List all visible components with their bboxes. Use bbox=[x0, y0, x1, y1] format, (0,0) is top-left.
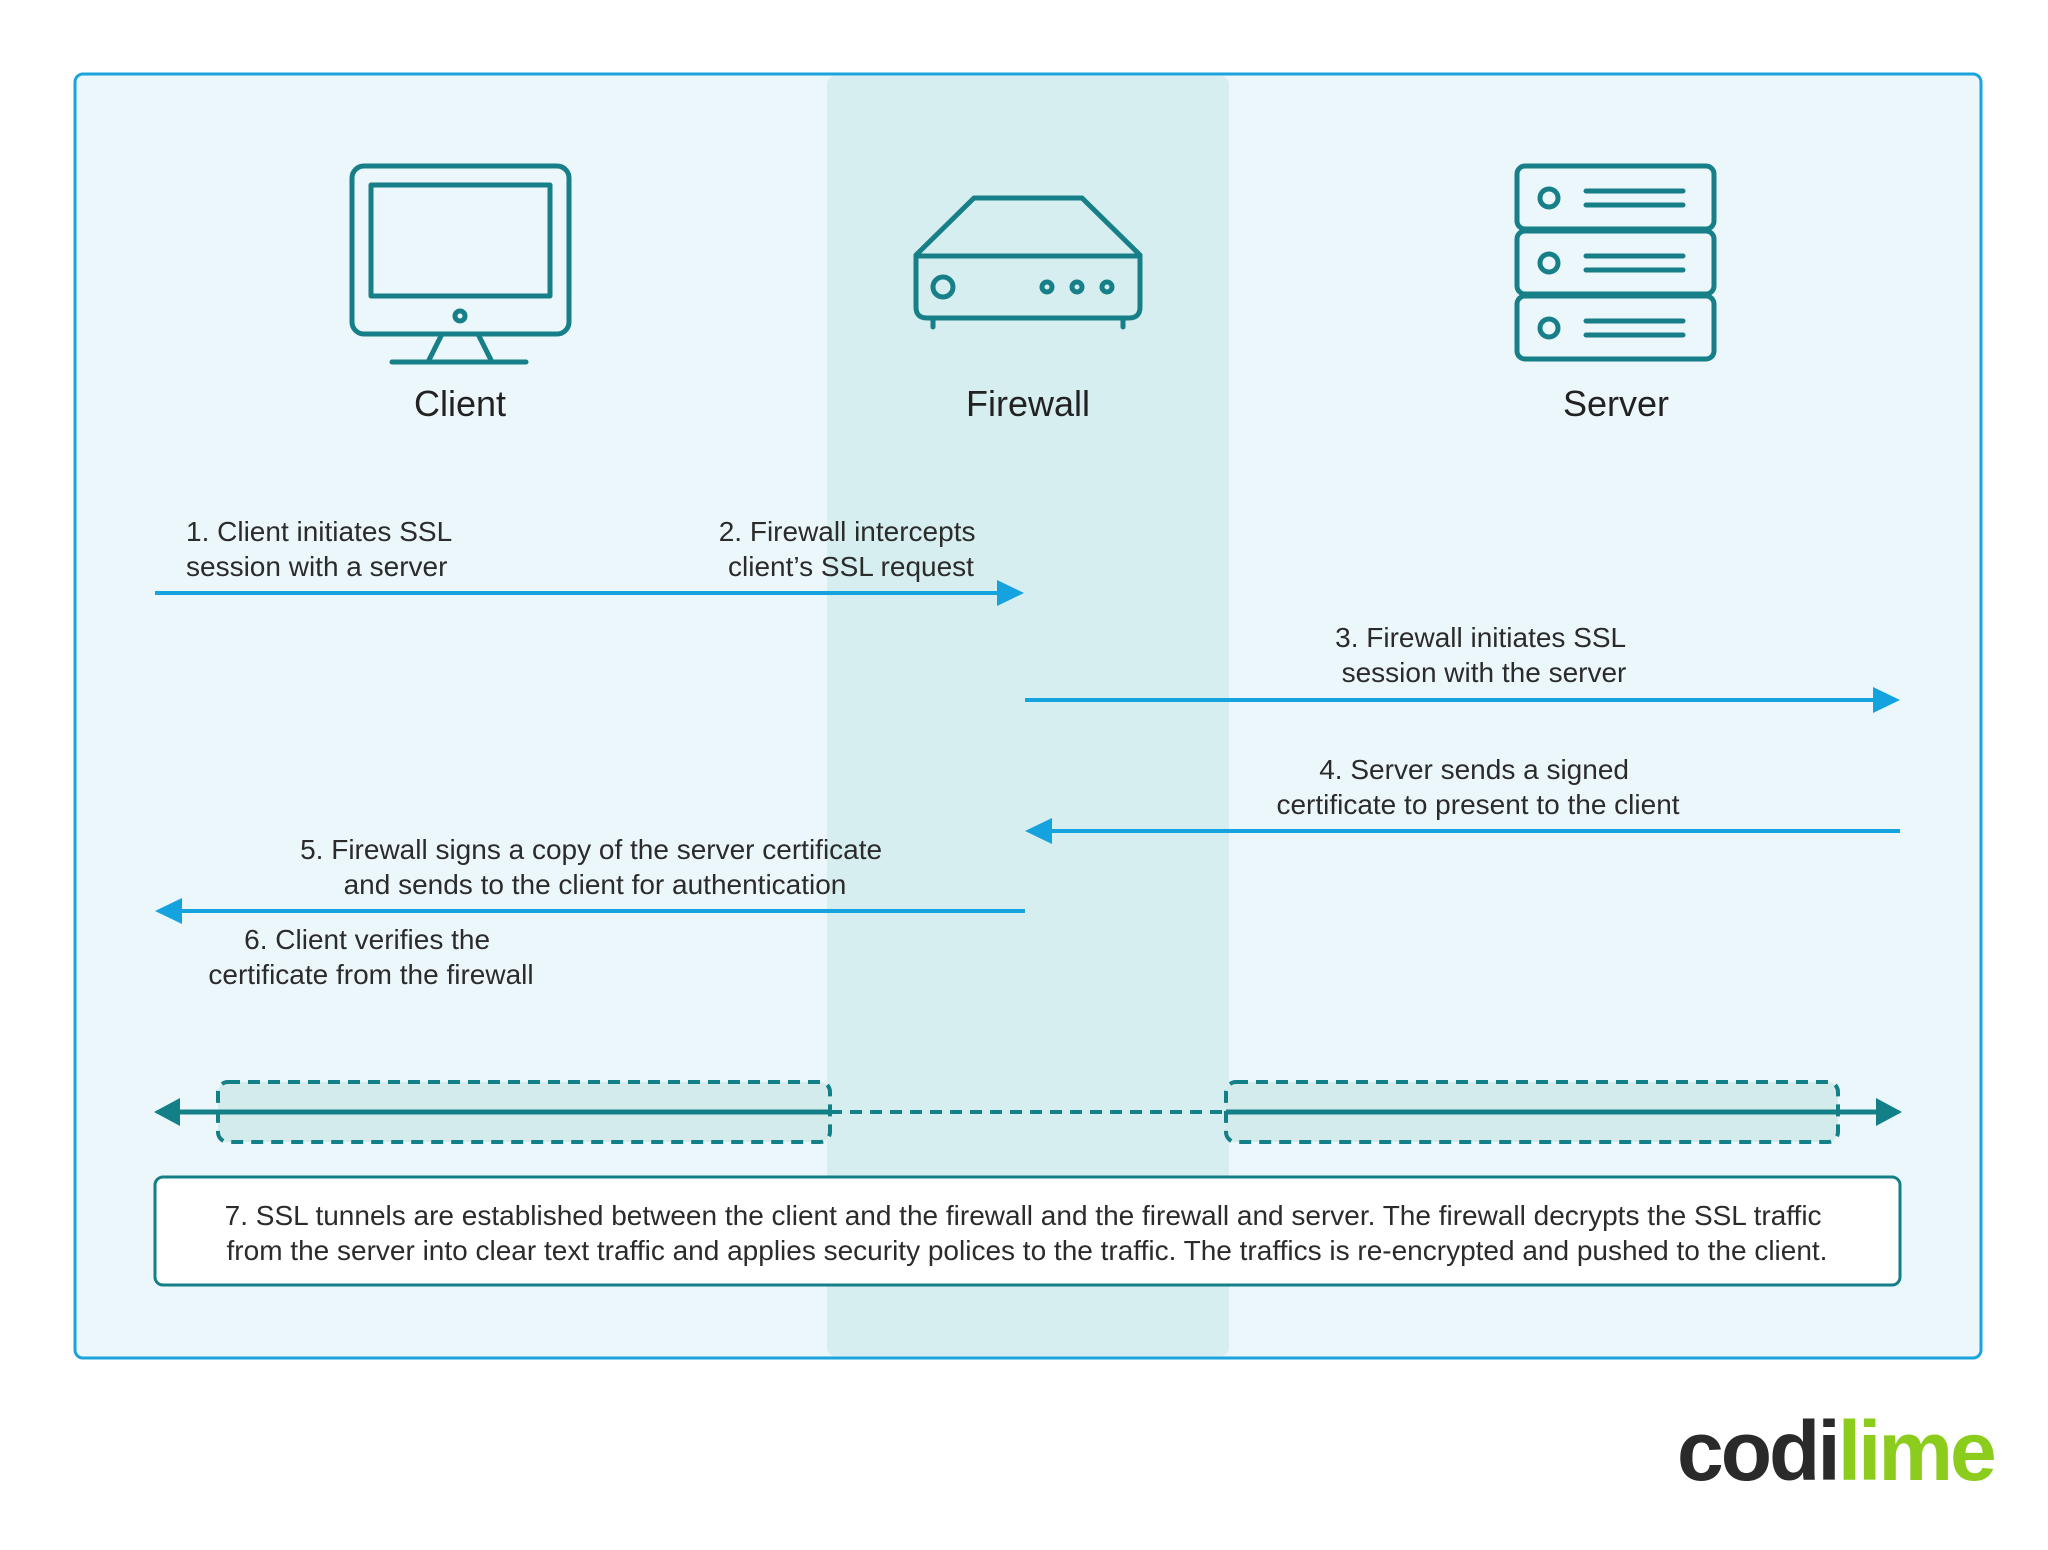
step-7-line-1: 7. SSL tunnels are established between t… bbox=[225, 1200, 1822, 1231]
step-5-line-1: 5. Firewall signs a copy of the server c… bbox=[300, 834, 882, 865]
client-label: Client bbox=[414, 383, 506, 424]
step-3-line-1: 3. Firewall initiates SSL bbox=[1335, 622, 1625, 653]
arrow-client-to-firewall bbox=[155, 580, 1024, 606]
tunnel-arrowhead-left bbox=[154, 1098, 180, 1126]
step-4-line-1: 4. Server sends a signed bbox=[1319, 754, 1629, 785]
step-6-line-1: 6. Client verifies the bbox=[244, 924, 490, 955]
step-5-line-2: and sends to the client for authenticati… bbox=[344, 869, 847, 900]
logo-text-lime: lime bbox=[1838, 1404, 1994, 1498]
step-7-line-2: from the server into clear text traffic … bbox=[227, 1235, 1828, 1266]
firewall-appliance-icon bbox=[913, 195, 1143, 330]
step-2-label: 2. Firewall intercepts client’s SSL requ… bbox=[719, 516, 984, 582]
firewall-label: Firewall bbox=[966, 383, 1090, 424]
logo-text-codi: codi bbox=[1677, 1404, 1838, 1498]
step-3-label: 3. Firewall initiates SSL session with t… bbox=[1335, 622, 1633, 688]
arrow-firewall-to-server bbox=[1025, 687, 1900, 713]
firewall-zone-band bbox=[827, 76, 1229, 1356]
step-1-line-1: 1. Client initiates SSL bbox=[186, 516, 452, 547]
step-5-label: 5. Firewall signs a copy of the server c… bbox=[300, 834, 890, 900]
step-6-label: 6. Client verifies the certificate from … bbox=[208, 924, 533, 990]
tunnel-arrowhead-right bbox=[1876, 1098, 1902, 1126]
arrow-firewall-to-client bbox=[155, 898, 1025, 924]
step-4-line-2: certificate to present to the client bbox=[1276, 789, 1679, 820]
step-4-label: 4. Server sends a signed certificate to … bbox=[1276, 754, 1679, 820]
client-monitor-icon bbox=[349, 163, 572, 365]
step-7-box bbox=[153, 1175, 1902, 1287]
step-1-label: 1. Client initiates SSL session with a s… bbox=[186, 516, 459, 582]
tunnel-line bbox=[154, 1098, 1902, 1126]
step-1-line-2: session with a server bbox=[186, 551, 447, 582]
server-rack-icon bbox=[1514, 163, 1717, 362]
step-6-line-2: certificate from the firewall bbox=[208, 959, 533, 990]
svg-text:codilime: codilime bbox=[1677, 1404, 1994, 1498]
step-2-line-1: 2. Firewall intercepts bbox=[719, 516, 976, 547]
server-label: Server bbox=[1563, 383, 1669, 424]
step-3-line-2: session with the server bbox=[1342, 657, 1627, 688]
step-7-label: 7. SSL tunnels are established between t… bbox=[225, 1200, 1830, 1266]
codilime-logo: codilime bbox=[1677, 1404, 1997, 1498]
arrow-server-to-firewall bbox=[1025, 818, 1900, 844]
step-2-line-2: client’s SSL request bbox=[728, 551, 974, 582]
